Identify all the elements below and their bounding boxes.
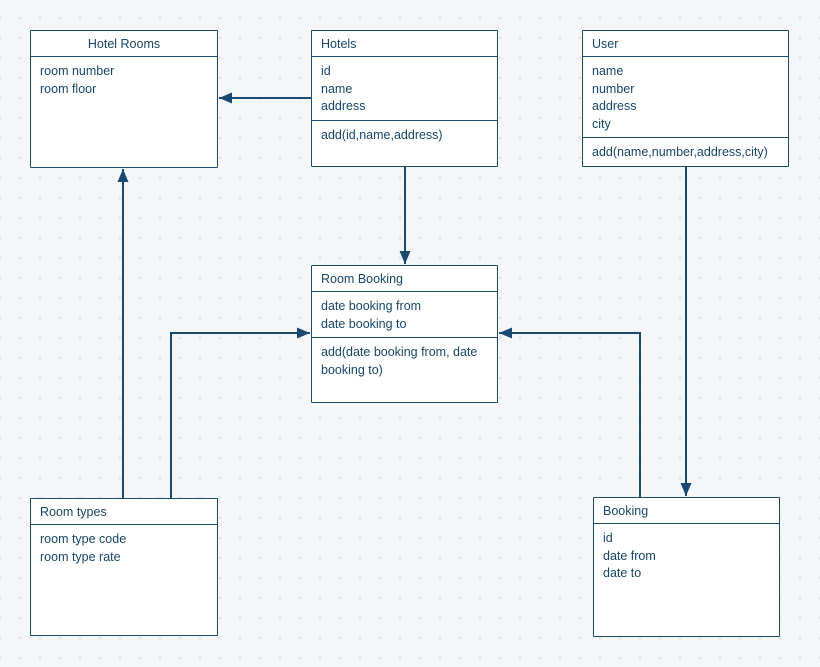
class-attribute: date from	[603, 548, 656, 563]
room-types-class-title: Room types	[31, 499, 217, 525]
room-booking-methods-section: add(date booking from, date booking to)	[312, 337, 497, 402]
room-types-attributes-section: room type code room type rate	[31, 525, 217, 635]
user-methods-section: add(name,number,address,city)	[583, 137, 788, 166]
class-method: add(name,number,address,city)	[592, 145, 768, 159]
hotels-attributes-section: id name address	[312, 57, 497, 120]
hotels-class-title: Hotels	[312, 31, 497, 57]
class-attribute: room type code	[40, 532, 127, 546]
class-attribute: date booking from	[321, 299, 422, 313]
user-class-title: User	[583, 31, 788, 57]
hotel-rooms-class-title: Hotel Rooms	[31, 31, 217, 57]
user-class[interactable]: User name number address city add(name,number…	[582, 30, 789, 167]
class-attribute: name	[321, 81, 353, 96]
class-attribute: id	[603, 531, 613, 545]
class-attribute: room type rate	[40, 549, 121, 564]
class-attribute: id	[321, 64, 331, 78]
hotel-rooms-class[interactable]: Hotel Rooms room number room floor	[30, 30, 218, 168]
class-method: add(date booking from, date booking to)	[321, 345, 478, 377]
class-attribute: address	[321, 99, 366, 113]
room-booking-attributes-section: date booking from date booking to	[312, 292, 497, 337]
class-method: add(id,name,address)	[321, 127, 443, 142]
class-attribute: date booking to	[321, 316, 407, 331]
booking-to-room-booking-connector[interactable]	[499, 327, 641, 497]
hotel-rooms-attributes-section: room number room floor	[31, 57, 217, 167]
user-attributes-section: name number address city	[583, 57, 788, 137]
room-types-to-room-booking-connector[interactable]	[170, 327, 310, 498]
booking-class[interactable]: Booking id date from date to	[593, 497, 780, 637]
class-attribute: number	[592, 81, 635, 96]
hotels-class[interactable]: Hotels id name address add(id,name,address)	[311, 30, 498, 167]
class-attribute: city	[592, 116, 611, 131]
class-attribute: name	[592, 64, 624, 78]
class-attribute: address	[592, 99, 637, 113]
room-types-class[interactable]: Room types room type code room type rate	[30, 498, 218, 636]
class-attribute: room floor	[40, 81, 97, 96]
class-attribute: room number	[40, 64, 115, 78]
class-attribute: date to	[603, 566, 642, 580]
booking-attributes-section: id date from date to	[594, 524, 779, 636]
booking-class-title: Booking	[594, 498, 779, 524]
room-booking-class-title: Room Booking	[312, 266, 497, 292]
hotels-methods-section: add(id,name,address)	[312, 119, 497, 167]
